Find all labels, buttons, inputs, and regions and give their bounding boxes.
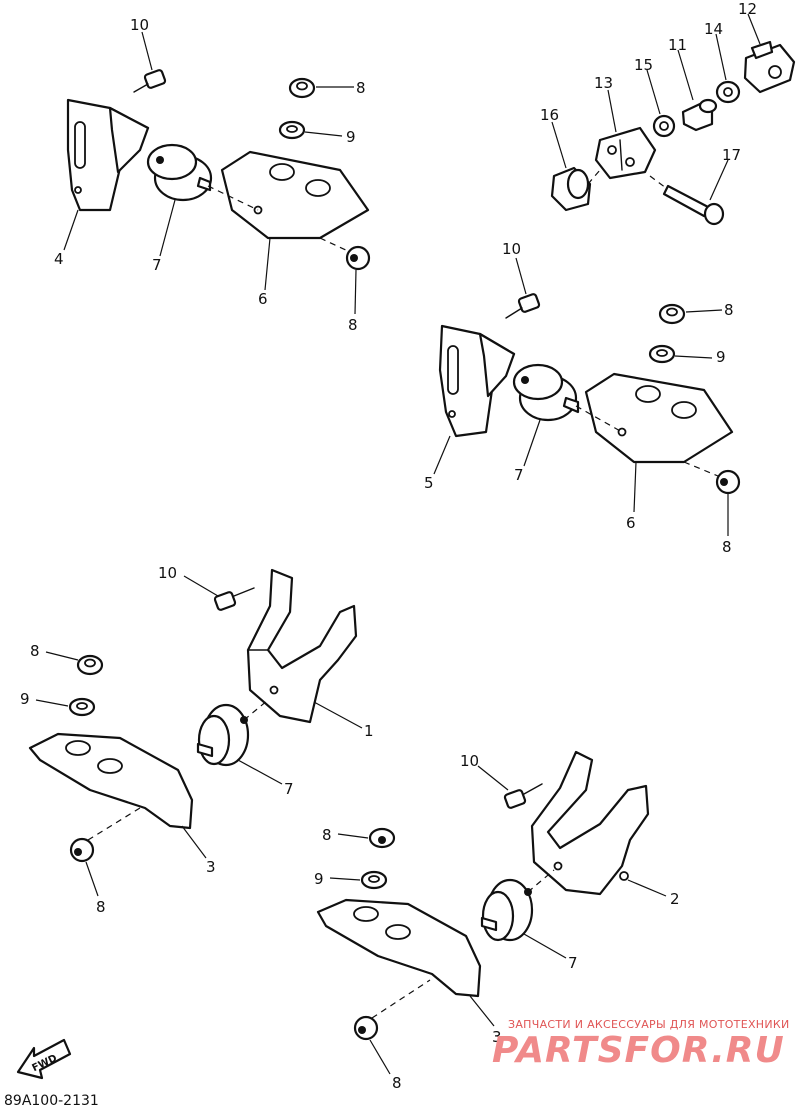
callout-number: 10 (158, 564, 177, 582)
nut-part-8 (715, 469, 741, 495)
nut-part-14 (715, 80, 741, 104)
bracket-part-4 (66, 98, 150, 212)
callout-number: 6 (258, 290, 268, 308)
callout-number: 3 (206, 858, 216, 876)
callout-number: 9 (346, 128, 356, 146)
bushing-part-16 (550, 166, 592, 212)
bolt-part-17 (662, 184, 725, 226)
callout-number: 10 (460, 752, 479, 770)
callout-number: 15 (634, 56, 653, 74)
clevis-part-12 (743, 40, 796, 94)
bolt-part-10 (133, 69, 167, 93)
bracket-part-3 (316, 898, 482, 998)
callout-number: 5 (424, 474, 434, 492)
rubber-mount-part-7 (480, 878, 534, 942)
callout-number: 8 (322, 826, 332, 844)
washer-part-9 (360, 870, 388, 890)
bracket-part-3 (28, 732, 194, 830)
callout-number: 8 (348, 316, 358, 334)
damper-assembly-top-right (550, 13, 796, 226)
bracket-part-6 (584, 372, 734, 464)
bracket-part-1 (246, 568, 358, 724)
callout-number: 1 (364, 722, 374, 740)
nut-part-8 (368, 827, 396, 849)
washer-part-9 (68, 697, 96, 717)
nut-part-8 (658, 303, 686, 325)
bracket-part-2 (530, 750, 650, 896)
callout-number: 12 (738, 0, 757, 18)
washer-part-15 (652, 114, 676, 138)
callout-number: 9 (314, 870, 324, 888)
callout-number: 4 (54, 250, 64, 268)
bolt-part-10 (213, 587, 255, 611)
mount-assembly-middle-right (433, 257, 741, 536)
callout-number: 10 (130, 16, 149, 34)
callout-number: 8 (96, 898, 106, 916)
callout-number: 7 (284, 780, 294, 798)
callout-number: 8 (30, 642, 40, 660)
callout-number: 3 (492, 1028, 502, 1046)
watermark: ЗАПЧАСТИ И АКСЕССУАРЫ ДЛЯ МОТОТЕХНИКИ PA… (492, 1018, 790, 1071)
washer-part-9 (648, 344, 676, 364)
callout-number: 8 (356, 79, 366, 97)
callout-number: 8 (392, 1074, 402, 1092)
nut-part-11 (681, 98, 718, 132)
mount-assembly-top-left (63, 31, 371, 315)
watermark-tagline: ЗАПЧАСТИ И АКСЕССУАРЫ ДЛЯ МОТОТЕХНИКИ (508, 1018, 790, 1031)
rubber-mount-part-7 (196, 703, 250, 767)
mount-assembly-lower-left (28, 568, 363, 897)
bracket-part-6 (220, 150, 370, 240)
nut-part-8 (288, 77, 316, 99)
callout-number: 8 (724, 301, 734, 319)
mount-assembly-lower-right (316, 750, 667, 1075)
nut-part-8 (69, 837, 95, 863)
washer-part-9 (278, 120, 306, 140)
forward-direction-arrow-icon: FWD (16, 1038, 72, 1080)
nut-part-8 (76, 654, 104, 676)
callout-number: 17 (722, 146, 741, 164)
callout-number: 9 (716, 348, 726, 366)
callout-number: 11 (668, 36, 687, 54)
callout-number: 14 (704, 20, 723, 38)
nut-part-8 (353, 1015, 379, 1041)
callout-number: 2 (670, 890, 680, 908)
bolt-part-10 (505, 293, 541, 319)
callout-number: 16 (540, 106, 559, 124)
callout-labels: 10 8 9 4 7 6 8 12 14 11 15 13 16 17 10 8… (20, 0, 757, 1092)
diagram-code: 89A100-2131 (4, 1093, 99, 1109)
rubber-mount-part-7 (146, 143, 213, 202)
bracket-part-13 (594, 126, 657, 180)
nut-part-8 (345, 245, 371, 271)
callout-number: 7 (152, 256, 162, 274)
callout-number: 9 (20, 690, 30, 708)
rubber-mount-part-7 (512, 363, 580, 422)
watermark-brand: PARTSFOR.RU (492, 1030, 785, 1071)
callout-number: 6 (626, 514, 636, 532)
callout-number: 13 (594, 74, 613, 92)
callout-number: 10 (502, 240, 521, 258)
callout-number: 8 (722, 538, 732, 556)
callout-number: 7 (568, 954, 578, 972)
callout-number: 7 (514, 466, 524, 484)
bracket-part-5 (438, 324, 516, 438)
bolt-part-10 (503, 783, 543, 809)
